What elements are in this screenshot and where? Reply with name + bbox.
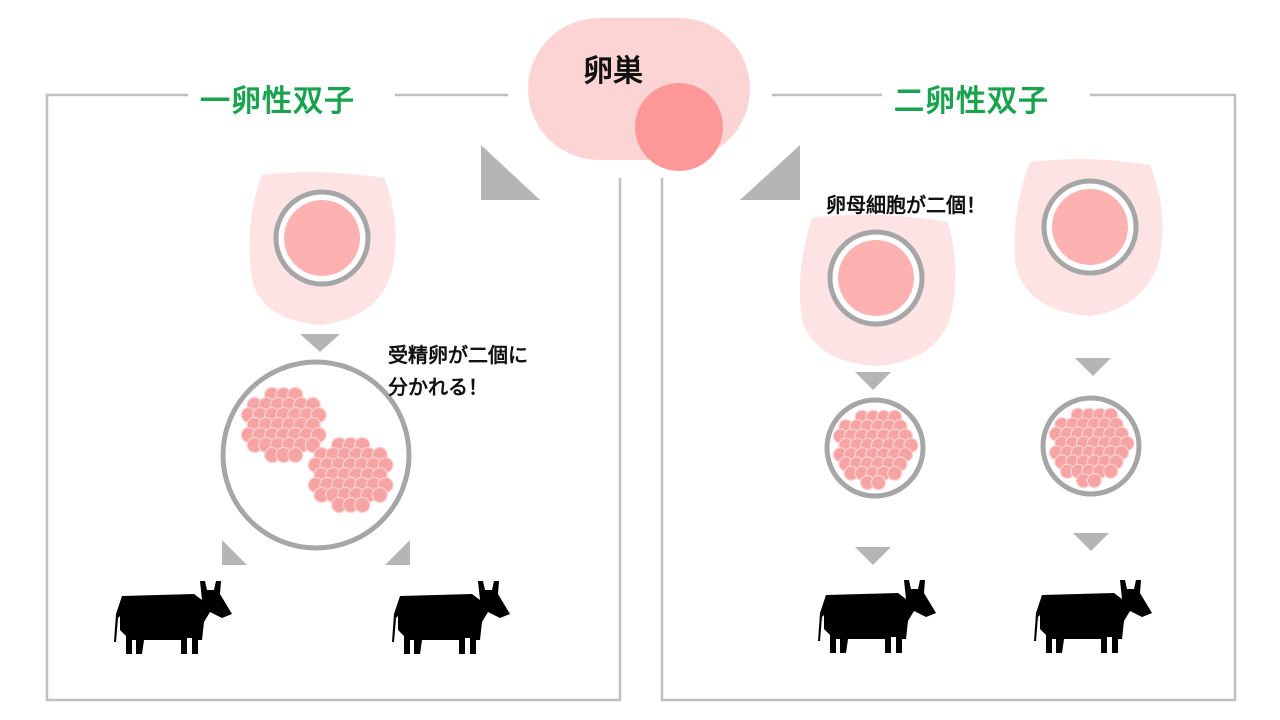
split-note-line2: 分かれる！ (388, 375, 488, 399)
cell (1103, 463, 1119, 479)
cell (354, 496, 371, 514)
cell (1086, 473, 1103, 489)
embryo-icon (220, 359, 412, 551)
fraternal-frame (660, 93, 1237, 702)
oocyte-icon (249, 172, 396, 325)
embryo-icon (824, 397, 926, 499)
cow-icon (392, 581, 510, 654)
ovary-label: 卵巣 (583, 54, 643, 89)
triangle-arrow-icon (300, 334, 340, 352)
triangle-arrow-icon (855, 372, 891, 390)
cow-icon (1034, 580, 1152, 653)
identical-frame (45, 93, 622, 702)
cell (371, 486, 388, 504)
cell (870, 475, 887, 491)
cell (287, 446, 304, 464)
cow-icon (114, 581, 232, 654)
oocyte-icon (1014, 159, 1163, 316)
oocyte-icon (799, 214, 956, 366)
embryo-icon (1040, 395, 1142, 497)
cow-icon (818, 580, 936, 653)
oocyte-note: 卵母細胞が二個！ (826, 193, 986, 217)
triangle-arrow-icon (1075, 358, 1111, 376)
triangle-arrow-icon (1073, 533, 1109, 551)
fraternal-title: 二卵性双子 (882, 76, 1061, 120)
cell (887, 465, 903, 481)
triangle-arrow-icon (385, 540, 410, 565)
split-note-line1: 受精卵が二個に (388, 343, 528, 367)
triangle-arrow-icon (222, 540, 247, 565)
triangle-arrow-icon (855, 547, 891, 565)
identical-title: 一卵性双子 (188, 76, 367, 120)
triangle-arrow-icon (481, 145, 540, 200)
ovary-icon (528, 18, 750, 171)
triangle-arrow-icon (740, 145, 800, 200)
